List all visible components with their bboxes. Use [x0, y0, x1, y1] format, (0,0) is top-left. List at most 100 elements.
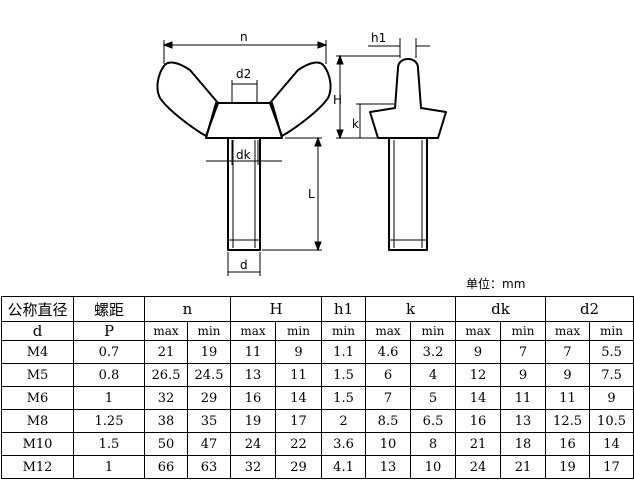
table-cell: 17: [275, 409, 323, 433]
table-cell: 11: [500, 386, 547, 410]
table-cell: 24.5: [186, 363, 232, 387]
table-cell: 16: [230, 386, 277, 410]
table-cell: 4.1: [321, 455, 367, 479]
table-cell: 12.5: [545, 409, 591, 433]
table-cell: 29: [275, 455, 323, 479]
table-cell: 4.6: [365, 340, 412, 364]
table-cell: 7: [500, 340, 547, 364]
table-cell: 7: [365, 386, 412, 410]
header-dk: dk: [455, 296, 547, 322]
subheader-cell: min: [410, 321, 457, 341]
table-cell: 29: [186, 386, 232, 410]
label-d: d: [240, 258, 248, 272]
table-cell: 22: [275, 432, 323, 456]
table-cell: 32: [144, 386, 188, 410]
nut-body: [205, 102, 283, 139]
table-cell: 5: [410, 386, 457, 410]
table-cell: M5: [1, 363, 74, 387]
table-cell: 19: [230, 409, 277, 433]
table-cell: 7.5: [589, 363, 634, 387]
table-cell: 1.5: [73, 432, 145, 456]
table-cell: 8: [410, 432, 457, 456]
header-H: H: [230, 296, 323, 322]
subheader-cell: max: [455, 321, 502, 341]
subheader-cell: min: [589, 321, 634, 341]
table-cell: 5.5: [589, 340, 634, 364]
table-cell: 13: [230, 363, 277, 387]
label-H: H: [333, 93, 342, 107]
table-cell: 11: [230, 340, 277, 364]
table-cell: 21: [455, 432, 502, 456]
header-row-2: d P max min max min min max min max min …: [1, 321, 634, 341]
header-k: k: [365, 296, 457, 322]
label-d2: d2: [236, 67, 251, 81]
label-n: n: [240, 30, 248, 44]
table-cell: 10: [365, 432, 412, 456]
side-head: [369, 58, 447, 139]
subheader-cell: min: [186, 321, 232, 341]
table-cell: 4: [410, 363, 457, 387]
table-cell: 10: [410, 455, 457, 479]
table-cell: 21: [500, 455, 547, 479]
table-cell: 11: [545, 386, 591, 410]
subheader-cell: max: [230, 321, 277, 341]
header-n: n: [143, 296, 232, 322]
table-cell: 50: [144, 432, 188, 456]
table-cell: 1: [73, 455, 145, 479]
table-cell: 1.25: [73, 409, 145, 433]
table-cell: 10.5: [589, 409, 634, 433]
table-cell: 9: [545, 363, 591, 387]
table-cell: 35: [186, 409, 232, 433]
subheader-cell: max: [545, 321, 591, 341]
label-h1: h1: [371, 31, 386, 45]
subheader-P: P: [73, 321, 145, 341]
wing-nut-drawing: n d2 dk d L h1 H k: [156, 30, 447, 276]
table-cell: 24: [230, 432, 277, 456]
table-cell: M6: [1, 386, 74, 410]
table-cell: 18: [500, 432, 547, 456]
table-cell: 3.2: [410, 340, 457, 364]
header-row-1: 公称直径 螺距 n H h1 k dk d2: [1, 296, 634, 322]
table-cell: 3.6: [321, 432, 367, 456]
table-cell: 11: [275, 363, 323, 387]
table-cell: 1: [73, 386, 145, 410]
table-cell: M8: [1, 409, 74, 433]
table-cell: 14: [589, 432, 634, 456]
table-cell: 7: [545, 340, 591, 364]
table-cell: 12: [455, 363, 502, 387]
header-d2: d2: [545, 296, 634, 322]
table-cell: M10: [1, 432, 74, 456]
table-cell: 8.5: [365, 409, 412, 433]
header-nominal-diameter: 公称直径: [1, 296, 74, 322]
table-cell: 6: [365, 363, 412, 387]
table-cell: 9: [589, 386, 634, 410]
left-wing: [156, 61, 219, 137]
table-cell: 1.5: [321, 386, 367, 410]
subheader-cell: min: [500, 321, 547, 341]
table-cell: 38: [144, 409, 188, 433]
table-cell: 0.7: [73, 340, 145, 364]
table-cell: 16: [545, 432, 591, 456]
subheader-cell: max: [144, 321, 188, 341]
table-cell: 9: [275, 340, 323, 364]
table-cell: 13: [500, 409, 547, 433]
unit-label: 单位：mm: [466, 277, 526, 291]
shank: [227, 137, 261, 251]
table-cell: 66: [144, 455, 188, 479]
table-cell: 63: [186, 455, 232, 479]
side-shank: [388, 137, 428, 251]
table-cell: 14: [455, 386, 502, 410]
subheader-cell: max: [365, 321, 412, 341]
header-pitch: 螺距: [73, 296, 145, 322]
spec-table: 公称直径 螺距 n H h1 k dk d2 d P max min max m…: [1, 296, 634, 479]
table-cell: 17: [589, 455, 634, 479]
table-cell: 9: [500, 363, 547, 387]
table-cell: 9: [455, 340, 502, 364]
label-k: k: [352, 117, 359, 131]
table-cell: 16: [455, 409, 502, 433]
